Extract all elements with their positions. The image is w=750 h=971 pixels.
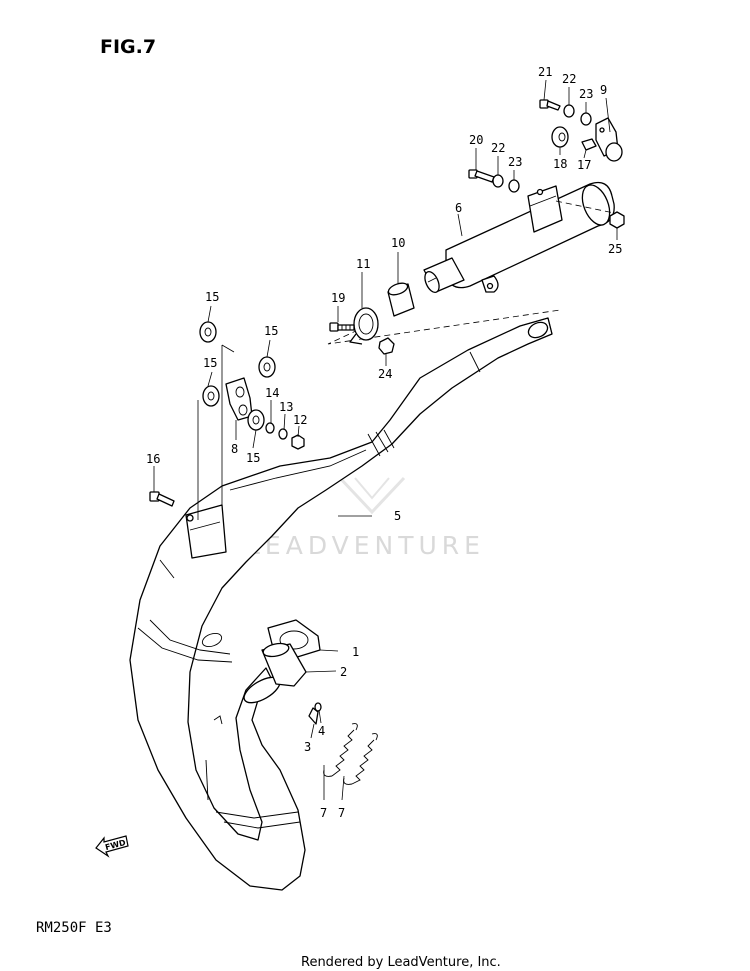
callout-11: 11 xyxy=(356,257,370,271)
nut-part-23a[interactable] xyxy=(508,179,520,193)
washer-part-13[interactable] xyxy=(278,428,288,440)
callout-15a: 15 xyxy=(205,290,219,304)
clamp-part[interactable] xyxy=(349,307,379,345)
callout-3: 3 xyxy=(304,740,311,754)
callout-7b: 7 xyxy=(338,806,345,820)
callout-4: 4 xyxy=(318,724,325,738)
assembly-guide-line xyxy=(327,309,561,345)
callout-5: 5 xyxy=(394,509,401,523)
pipe-joint-part[interactable] xyxy=(261,641,307,687)
exhaust-pipe-part[interactable] xyxy=(129,317,553,891)
callout-17: 17 xyxy=(577,158,591,172)
collar-part[interactable] xyxy=(387,281,415,317)
leader-lines xyxy=(153,79,618,801)
callout-9: 9 xyxy=(600,83,607,97)
callout-23b: 23 xyxy=(579,87,593,101)
callout-16: 16 xyxy=(146,452,160,466)
callout-22a: 22 xyxy=(491,141,505,155)
nut-part-23b[interactable] xyxy=(580,112,592,126)
callout-1: 1 xyxy=(352,645,359,659)
callout-7a: 7 xyxy=(320,806,327,820)
callout-2: 2 xyxy=(340,665,347,679)
bracket-bolt-part[interactable] xyxy=(539,99,561,111)
callout-15c: 15 xyxy=(203,356,217,370)
callout-22b: 22 xyxy=(562,72,576,86)
callout-25: 25 xyxy=(608,242,622,256)
exhaust-spring-part-b[interactable] xyxy=(343,733,378,785)
joint-washer-part[interactable] xyxy=(314,702,322,712)
callout-13: 13 xyxy=(279,400,293,414)
silencer-nut-part[interactable] xyxy=(609,211,625,229)
washer-part-15a[interactable] xyxy=(199,321,217,343)
washer-part-15c[interactable] xyxy=(202,385,220,407)
callout-8: 8 xyxy=(231,442,238,456)
mount-damper-part[interactable] xyxy=(225,377,253,421)
washer-part-15d[interactable] xyxy=(247,409,265,431)
callout-labels: 1 2 3 4 5 6 7 7 8 9 10 11 12 13 14 15 15… xyxy=(146,65,622,820)
exhaust-spring-part-a[interactable] xyxy=(323,723,358,777)
model-code: RM250F E3 xyxy=(36,920,112,936)
washer-part-15b[interactable] xyxy=(258,356,276,378)
grommet-part[interactable] xyxy=(551,126,569,148)
washer-part-22a[interactable] xyxy=(492,174,504,188)
figure-title: FIG.7 xyxy=(100,36,156,58)
callout-6: 6 xyxy=(455,201,462,215)
callout-15d: 15 xyxy=(246,451,260,465)
watermark-text: LEADVENTURE xyxy=(246,531,485,560)
nut-part-12[interactable] xyxy=(291,434,305,450)
callout-24: 24 xyxy=(378,367,392,381)
callout-12: 12 xyxy=(293,413,307,427)
callout-20: 20 xyxy=(469,133,483,147)
callout-19: 19 xyxy=(331,291,345,305)
washer-part-22b[interactable] xyxy=(563,104,575,118)
pipe-mount-bolt-part[interactable] xyxy=(149,491,175,507)
watermark-logo xyxy=(338,476,406,515)
rendered-by-footer: Rendered by LeadVenture, Inc. xyxy=(301,955,501,970)
callout-21: 21 xyxy=(538,65,552,79)
silencer-part[interactable] xyxy=(422,181,615,294)
callout-15b: 15 xyxy=(264,324,278,338)
callout-14: 14 xyxy=(265,386,279,400)
joint-bolt-part[interactable] xyxy=(308,707,319,725)
silencer-bolt-part[interactable] xyxy=(468,169,495,183)
spacer-collar-part[interactable] xyxy=(581,138,597,151)
callout-23a: 23 xyxy=(508,155,522,169)
collar-part-14[interactable] xyxy=(265,422,275,434)
clamp-bolt-part[interactable] xyxy=(329,322,355,332)
fwd-arrow-icon: FWD xyxy=(95,835,129,858)
callout-10: 10 xyxy=(391,236,405,250)
callout-18: 18 xyxy=(553,157,567,171)
clamp-nut-part[interactable] xyxy=(378,337,395,355)
